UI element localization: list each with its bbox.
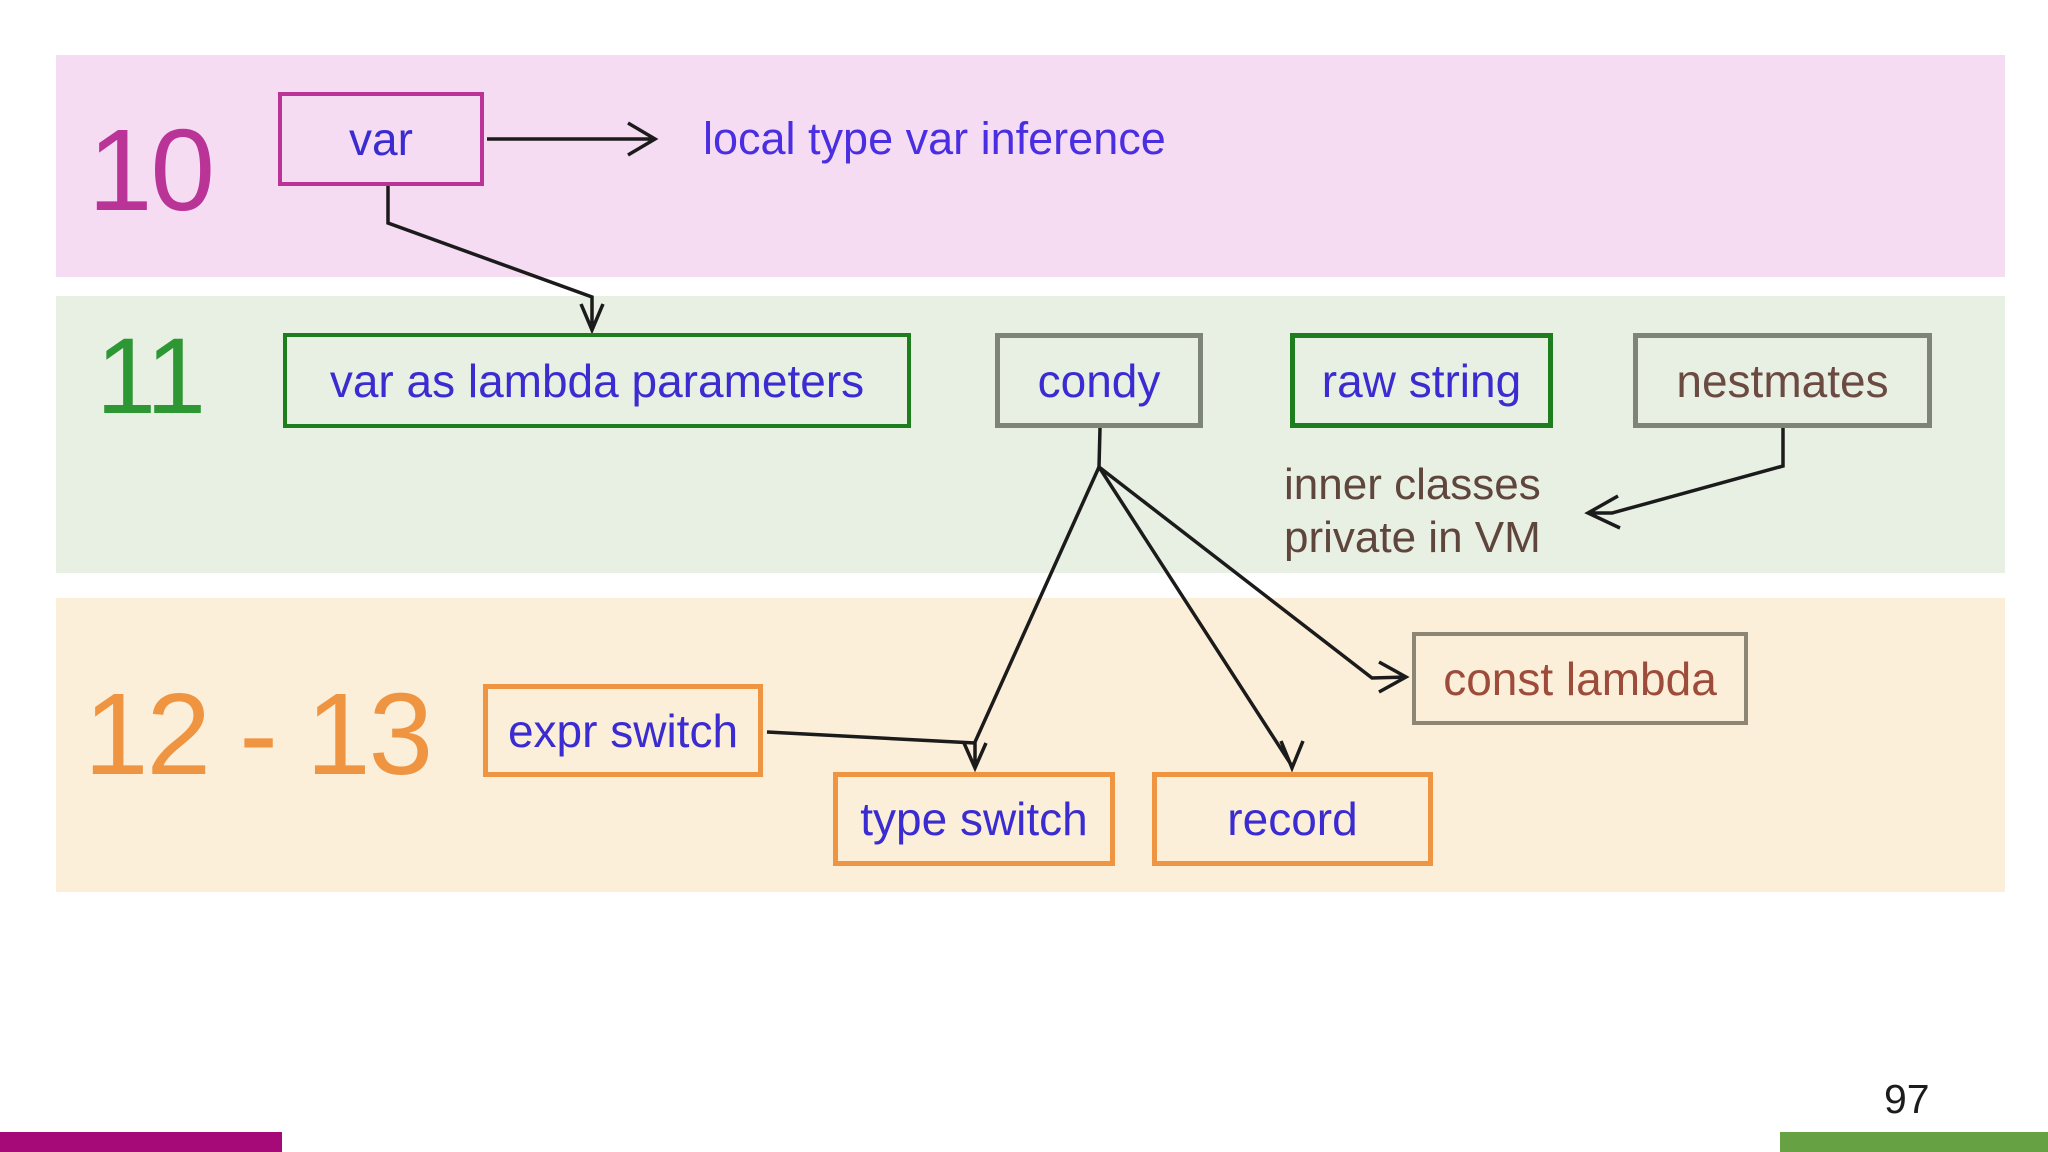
node-record-label: record [1227,793,1358,845]
node-var-as-lambda-parameters-label: var as lambda parameters [329,354,865,407]
row-label-12-13: 12 - 13 [84,669,433,799]
page-number: 97 [1884,1076,1930,1122]
node-condy-label: condy [1037,354,1161,407]
footer-bar-left [0,1132,282,1152]
note-inner-classes-line2: private in VM [1284,513,1541,562]
node-expr-switch: expr switch [483,684,763,777]
node-var: var [278,92,484,186]
node-const-lambda: const lambda [1412,632,1748,725]
note-inner-classes-line1: inner classes [1284,460,1541,509]
node-raw-string-label: raw string [1321,354,1522,407]
node-condy: condy [995,333,1203,428]
node-nestmates-label: nestmates [1676,354,1889,407]
node-const-lambda-label: const lambda [1443,652,1717,705]
node-var-as-lambda-parameters: var as lambda parameters [283,333,911,428]
footer-bar-right [1780,1132,2048,1152]
node-record: record [1152,772,1433,866]
note-inner-classes: inner classes private in VM [1284,458,1541,564]
note-local-type-var-inference: local type var inference [703,113,1166,164]
row-label-10: 10 [88,105,215,235]
node-nestmates: nestmates [1633,333,1932,428]
node-expr-switch-label: expr switch [507,704,739,757]
node-type-switch: type switch [833,772,1115,866]
node-raw-string: raw string [1290,333,1553,428]
node-var-label: var [349,113,413,165]
row-label-11: 11 [96,315,206,436]
node-type-switch-label: type switch [860,793,1088,845]
